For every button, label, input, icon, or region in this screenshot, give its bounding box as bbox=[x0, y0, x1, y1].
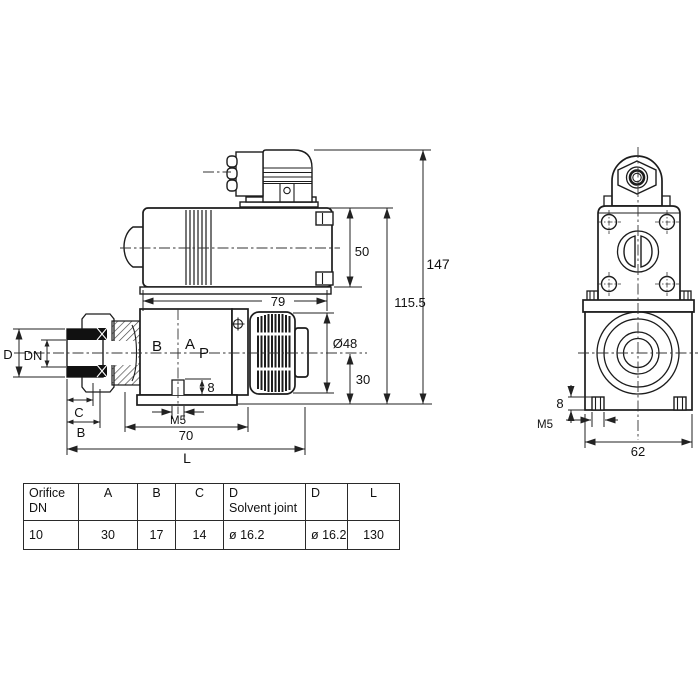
bolt-hole bbox=[655, 272, 679, 296]
centerlines bbox=[14, 171, 367, 414]
bolt-hole bbox=[655, 210, 679, 234]
dim-label-orifice-dn: DN bbox=[24, 348, 43, 363]
armature-end-cap bbox=[123, 226, 145, 268]
dim-label-coil-length: 79 bbox=[271, 294, 285, 309]
side-view: 8 M5 62 bbox=[537, 147, 698, 459]
value-a: 30 bbox=[78, 520, 138, 550]
value-orifice-dn: 10 bbox=[23, 520, 79, 550]
dim-label-union-length: B bbox=[77, 425, 86, 440]
upper-body-outline bbox=[597, 205, 681, 303]
flange-band bbox=[582, 299, 695, 313]
bolt-hole bbox=[597, 272, 621, 296]
valve-body bbox=[136, 308, 249, 406]
value-d-solvent: ø 16.2 bbox=[223, 520, 306, 550]
front-dimensions bbox=[13, 149, 432, 455]
nut-circle-outer bbox=[625, 166, 649, 189]
header-l: L bbox=[347, 483, 400, 521]
dim-label-overall-height: 147 bbox=[426, 256, 450, 272]
port-lobe-right bbox=[640, 235, 653, 268]
connector-base-lower bbox=[239, 201, 319, 208]
bolt-hole bbox=[597, 210, 621, 234]
connector-screw bbox=[279, 184, 295, 202]
header-d: D bbox=[305, 483, 348, 521]
nut-circle-mid bbox=[628, 169, 646, 186]
value-b: 17 bbox=[137, 520, 176, 550]
dim-label-overall-length: L bbox=[183, 450, 191, 466]
dim-label-axis-height: 30 bbox=[356, 372, 370, 387]
value-d: ø 16.2 bbox=[305, 520, 348, 550]
dim-label-base-width: 62 bbox=[631, 444, 645, 459]
spec-header-row: Orifice DN A B C D Solvent joint D L bbox=[23, 483, 400, 521]
pipe-wall-bottom bbox=[67, 366, 103, 377]
header-d-solvent: D Solvent joint bbox=[223, 483, 306, 521]
body-interface-strip bbox=[231, 308, 249, 396]
port-lobe-left bbox=[623, 235, 636, 268]
side-dimensions bbox=[566, 385, 693, 448]
value-c: 14 bbox=[175, 520, 224, 550]
vent-symbol bbox=[231, 317, 245, 331]
body-block bbox=[139, 308, 233, 396]
nut-circle-inner bbox=[632, 172, 642, 183]
cable-gland bbox=[235, 151, 264, 197]
retaining-clip-top bbox=[315, 211, 334, 226]
knob-end-cap bbox=[294, 327, 309, 378]
spec-value-row: 10 30 17 14 ø 16.2 ø 16.2 130 bbox=[23, 520, 400, 550]
din-connector bbox=[226, 149, 319, 208]
top-bracket bbox=[603, 155, 671, 207]
port-label-b: B bbox=[152, 338, 162, 355]
value-l: 130 bbox=[347, 520, 400, 550]
header-orifice-dn: Orifice DN bbox=[23, 483, 79, 521]
mounting-foot-left bbox=[591, 396, 605, 411]
lower-block bbox=[582, 299, 695, 411]
side-centerlines bbox=[578, 147, 698, 440]
dim-label-foot-height: 8 bbox=[556, 396, 563, 411]
port-label-p: P bbox=[199, 345, 209, 362]
dim-label-body-length: 70 bbox=[179, 428, 193, 443]
dim-label-pipe-od: D bbox=[3, 347, 12, 362]
dim-label-subtotal-height: 115.5 bbox=[394, 295, 426, 310]
dim-label-coil-height: 50 bbox=[355, 244, 369, 259]
coil-ribs bbox=[185, 210, 212, 285]
mounting-foot-right bbox=[673, 396, 687, 411]
dim-label-slot-depth: 8 bbox=[207, 380, 214, 395]
connector-terminal-lines bbox=[263, 167, 312, 185]
dim-label-mounting-thread: M5 bbox=[170, 415, 186, 427]
bracket-step-left bbox=[603, 195, 612, 206]
o-ring-bottom bbox=[96, 364, 108, 378]
solenoid-coil bbox=[123, 207, 334, 295]
retaining-clip-bottom bbox=[315, 271, 334, 286]
header-c: C bbox=[175, 483, 224, 521]
dim-label-socket-depth: C bbox=[74, 405, 83, 420]
spec-table: Orifice DN A B C D Solvent joint D L bbox=[23, 483, 400, 550]
gland-ribs bbox=[226, 155, 238, 192]
header-b: B bbox=[137, 483, 176, 521]
dim-label-side-thread: M5 bbox=[537, 419, 553, 431]
front-view: 50 115.5 147 79 Ø48 30 8 M5 70 L D DN C … bbox=[3, 149, 450, 466]
hex-nut bbox=[617, 160, 657, 195]
o-ring-top bbox=[96, 327, 108, 341]
dim-label-knob-diameter: Ø48 bbox=[333, 336, 358, 351]
port-label-a: A bbox=[185, 336, 195, 353]
coil-base-plate bbox=[139, 286, 332, 295]
upper-body bbox=[586, 205, 692, 303]
base-plate bbox=[136, 394, 238, 406]
bracket-step-right bbox=[662, 195, 671, 206]
pipe-wall-top bbox=[67, 329, 103, 340]
header-a: A bbox=[78, 483, 138, 521]
block-outline bbox=[584, 311, 693, 411]
coil-housing bbox=[142, 207, 333, 288]
